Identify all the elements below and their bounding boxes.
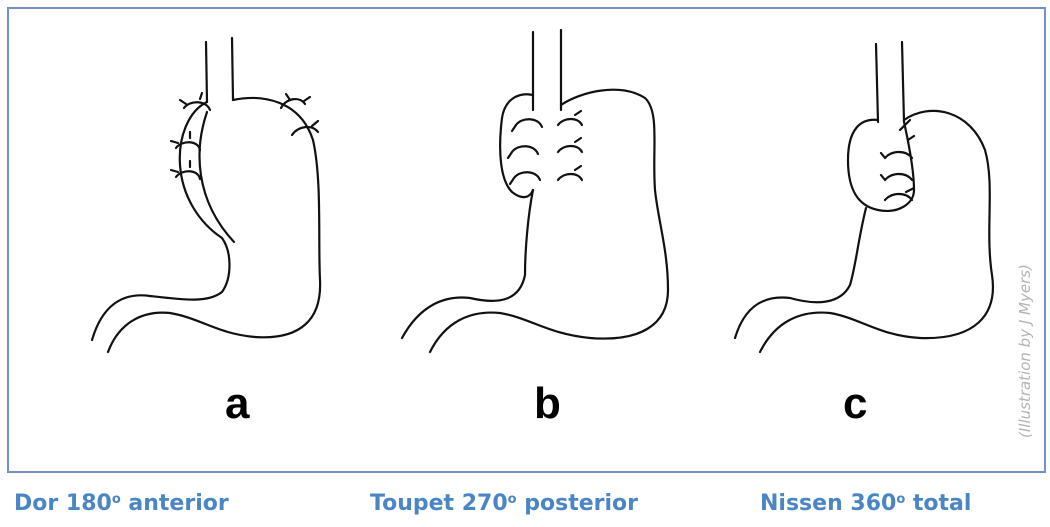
esophagus-c-right [902,42,904,122]
caption-dor-rest: anterior [121,491,229,516]
stomach-c-drawing [735,42,993,352]
caption-dor: Dor 180o anterior [14,493,229,515]
suture-b5 [558,138,582,152]
stomach-outline-c [735,111,993,352]
suture-c3 [885,188,914,200]
caption-nissen-rest: total [905,491,971,516]
esophagus-a [206,42,207,102]
stomach-outline-b [402,90,668,352]
suture-a3 [171,161,200,179]
caption-dor-name: Dor 180 [14,491,112,516]
stomach-outline-a [92,98,320,352]
stomach-b-drawing [402,30,668,352]
suture-a1 [180,93,210,110]
caption-dor-degree: o [112,492,121,507]
suture-b3 [510,172,540,184]
suture-b6 [558,166,582,180]
suture-b4 [558,111,582,125]
panel-letter-c: c [843,382,867,426]
illustration-credit: (Illustration by J Myers) [1016,264,1034,438]
caption-nissen: Nissen 360o total [760,493,971,515]
wrap-c [848,120,914,211]
suture-a2 [171,132,200,150]
esophagus-a-right [232,38,233,100]
caption-toupet-name: Toupet 270 [370,491,508,516]
panel-letter-a: a [225,382,249,426]
suture-b2 [508,146,538,158]
suture-c2 [881,174,912,180]
caption-toupet-rest: posterior [517,491,638,516]
caption-toupet-degree: o [508,492,517,507]
caption-toupet: Toupet 270o posterior [370,493,638,515]
suture-b1 [512,119,542,131]
suture-c1 [881,152,912,158]
esophagus-c [876,44,878,122]
caption-nissen-name: Nissen 360 [760,491,896,516]
panel-letter-b: b [534,382,561,426]
stomach-a-drawing [92,38,320,352]
caption-nissen-degree: o [896,492,905,507]
